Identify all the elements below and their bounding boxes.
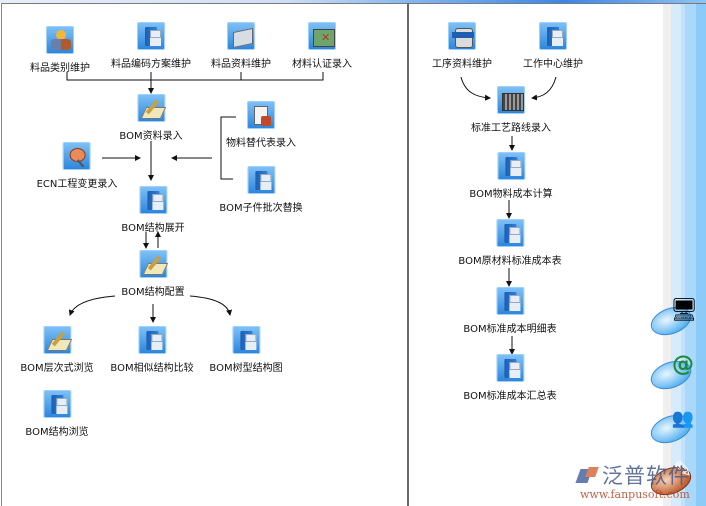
arrow-config-to-layered — [68, 295, 116, 316]
node-ecn-entry[interactable]: ECN工程变更录入 — [36, 142, 118, 190]
node-bom-expand[interactable]: BOM结构展开 — [121, 186, 185, 234]
node-bom-batch-replace[interactable]: BOM子件批次替换 — [219, 166, 303, 214]
sidebar-tools-button[interactable]: ✎ — [646, 458, 702, 501]
node-label: 材料认证录入 — [292, 59, 352, 70]
document-hand-icon — [247, 101, 275, 129]
file-cabinet-icon — [43, 390, 71, 418]
computer-icon: 🖥 — [670, 298, 698, 323]
node-label: 料品资料维护 — [211, 59, 271, 70]
node-bom-layered-browse[interactable]: BOM层次式浏览 — [20, 326, 94, 374]
node-bom-config[interactable]: BOM结构配置 — [121, 250, 185, 298]
card-drawer-icon — [227, 22, 255, 50]
node-bom-cost-calc[interactable]: BOM物料成本计算 — [469, 152, 553, 200]
node-label: 标准工艺路线录入 — [471, 123, 551, 134]
top-strip — [0, 0, 706, 3]
node-label: BOM树型结构图 — [209, 363, 283, 374]
node-label: BOM资料录入 — [119, 131, 183, 142]
file-cabinet-icon — [539, 22, 567, 50]
email-at-icon: @ — [672, 352, 694, 377]
file-cabinet-icon — [138, 326, 166, 354]
process-tool-icon — [448, 22, 476, 50]
node-label: 工序资料维护 — [432, 59, 492, 70]
pen-pad-icon — [139, 250, 167, 278]
file-cabinet-icon — [496, 354, 524, 382]
brand-name: 泛普软件 — [602, 464, 690, 488]
node-bom-tree-diagram[interactable]: BOM树型结构图 — [209, 326, 283, 374]
node-label: BOM结构展开 — [121, 223, 185, 234]
brand-url: www.fanpusoft.com — [580, 488, 690, 501]
node-label: BOM相似结构比较 — [110, 363, 194, 374]
node-item-coding-scheme[interactable]: 料品编码方案维护 — [111, 22, 191, 70]
node-bom-rawmat-cost[interactable]: BOM原材料标准成本表 — [458, 219, 562, 267]
node-bom-entry[interactable]: BOM资料录入 — [119, 94, 183, 142]
machine-panel-icon — [497, 86, 525, 114]
node-label: 料品编码方案维护 — [111, 59, 191, 70]
tools-icon: ✎ — [673, 458, 693, 483]
file-cabinet-icon — [496, 219, 524, 247]
node-work-center[interactable]: 工作中心维护 — [523, 22, 583, 70]
node-label: BOM结构配置 — [121, 287, 185, 298]
node-label: 料品类别维护 — [30, 63, 90, 74]
node-label: ECN工程变更录入 — [36, 179, 118, 190]
node-standard-routing[interactable]: 标准工艺路线录入 — [471, 86, 551, 134]
pen-pad-icon — [43, 326, 71, 354]
node-label: BOM标准成本明细表 — [463, 324, 557, 335]
arrow-config-to-tree — [189, 295, 233, 316]
pen-pad-icon — [137, 94, 165, 122]
node-bom-structure-browse[interactable]: BOM结构浏览 — [25, 390, 89, 438]
node-item-category[interactable]: 料品类别维护 — [30, 26, 90, 74]
node-substitute-entry[interactable]: 物料替代表录入 — [226, 101, 296, 149]
frame-border-top — [1, 3, 706, 4]
node-label: BOM结构浏览 — [25, 427, 89, 438]
node-material-certification[interactable]: 材料认证录入 — [292, 22, 352, 70]
sidebar-users-button[interactable]: 👥 — [646, 406, 702, 449]
watermark-logo: 泛普软件 www.fanpusoft.com — [578, 460, 690, 501]
sidebar-computer-button[interactable]: 🖥 — [646, 298, 702, 341]
node-label: BOM标准成本汇总表 — [463, 391, 557, 402]
node-label: BOM原材料标准成本表 — [458, 256, 562, 267]
node-item-data[interactable]: 料品资料维护 — [211, 22, 271, 70]
users-icon: 👥 — [671, 408, 695, 429]
node-bom-cost-summary[interactable]: BOM标准成本汇总表 — [463, 354, 557, 402]
certificate-card-icon — [308, 22, 336, 50]
node-bom-similar-compare[interactable]: BOM相似结构比较 — [110, 326, 194, 374]
people-cubes-icon — [46, 26, 74, 54]
connector-top-bus — [66, 72, 324, 81]
frame-border-left — [1, 3, 2, 506]
node-label: BOM子件批次替换 — [219, 203, 303, 214]
panel-divider — [407, 3, 409, 506]
node-bom-cost-detail[interactable]: BOM标准成本明细表 — [463, 287, 557, 335]
file-cabinet-icon — [232, 326, 260, 354]
file-cabinet-icon — [137, 22, 165, 50]
brand-logo-icon — [578, 465, 600, 485]
node-label: BOM层次式浏览 — [20, 363, 94, 374]
node-label: 物料替代表录入 — [226, 138, 296, 149]
file-cabinet-icon — [247, 166, 275, 194]
file-cabinet-icon — [139, 186, 167, 214]
node-process-data[interactable]: 工序资料维护 — [432, 22, 492, 70]
file-cabinet-icon — [496, 287, 524, 315]
node-label: BOM物料成本计算 — [469, 189, 553, 200]
node-label: 工作中心维护 — [523, 59, 583, 70]
pushpin-icon — [63, 142, 91, 170]
file-cabinet-icon — [497, 152, 525, 180]
sidebar-email-button[interactable]: @ — [646, 352, 702, 395]
